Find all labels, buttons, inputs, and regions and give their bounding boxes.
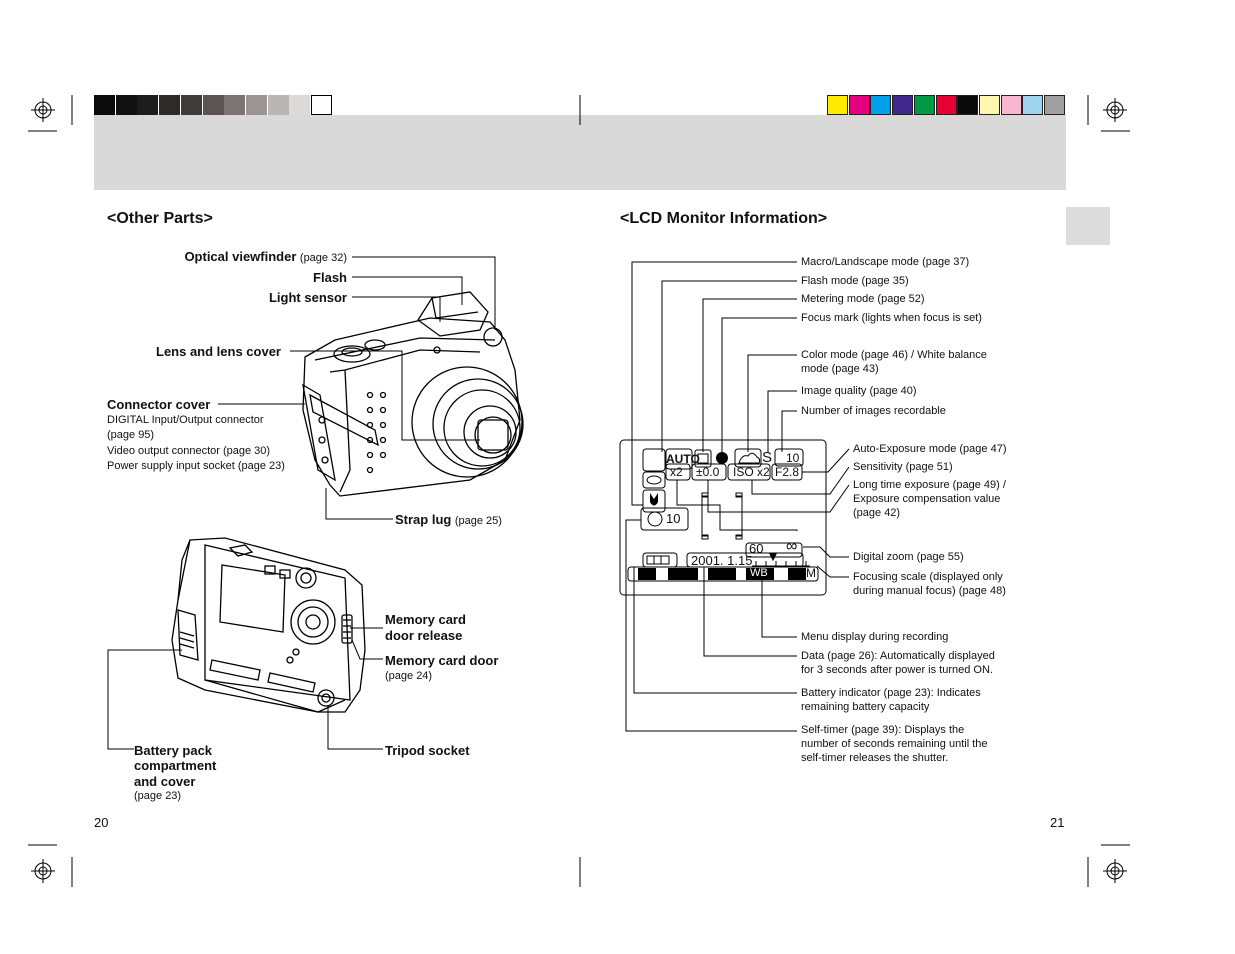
lcd-iso: ISO x2 xyxy=(733,465,770,479)
camera-front-illustration xyxy=(302,291,524,497)
page-number-left: 20 xyxy=(94,815,109,830)
lcd-date: 2001. 1.15 xyxy=(691,553,753,568)
lcd-shutter: 60 xyxy=(749,541,764,556)
data-label-2: for 3 seconds after power is turned ON. xyxy=(801,664,993,676)
lens-cover-label: Lens and lens cover xyxy=(156,344,281,359)
connector-cover-label: Connector cover xyxy=(107,397,211,412)
flash-mode-label: Flash mode (page 35) xyxy=(801,275,909,287)
camera-back-illustration xyxy=(171,537,366,713)
gray-swatch xyxy=(245,95,267,115)
auto-exposure-label: Auto-Exposure mode (page 47) xyxy=(853,443,1007,455)
battery-label-2: compartment xyxy=(134,758,217,773)
header-band xyxy=(94,115,1066,190)
selftimer-label-1: Self-timer (page 39): Displays the xyxy=(801,724,965,736)
lcd-quality: S xyxy=(762,449,773,466)
focus-scale-label-2: during manual focus) (page 48) xyxy=(853,585,1006,597)
battery-label-3: and cover xyxy=(134,774,196,789)
lcd-timer: 10 xyxy=(666,511,681,526)
color-swatch xyxy=(827,95,848,115)
gray-swatch xyxy=(289,95,311,115)
data-label-1: Data (page 26): Automatically displayed xyxy=(801,650,995,662)
connector-detail-3: Video output connector (page 30) xyxy=(107,445,271,457)
menu-display-label: Menu display during recording xyxy=(801,631,949,643)
gray-swatch xyxy=(180,95,202,115)
connector-detail-1: DIGITAL Input/Output connector xyxy=(107,414,264,426)
focus-scale-label-1: Focusing scale (displayed only xyxy=(853,571,1003,583)
lcd-wb: WB xyxy=(750,567,768,579)
lcd-infinity: ∞ xyxy=(786,538,798,555)
selftimer-label-2: number of seconds remaining until the xyxy=(801,738,988,750)
image-quality-label: Image quality (page 40) xyxy=(801,385,917,397)
battery-indicator-label-1: Battery indicator (page 23): Indicates xyxy=(801,687,981,699)
memory-card-release-label: Memory card xyxy=(385,612,466,627)
connector-detail-4: Power supply input socket (page 23) xyxy=(107,460,285,472)
color-swatch xyxy=(1044,95,1065,115)
battery-icon xyxy=(642,552,678,568)
long-exposure-label-2: Exposure compensation value xyxy=(853,493,1001,505)
lcd-ev: ±0.0 xyxy=(696,465,720,479)
long-exposure-label-1: Long time exposure (page 49) / xyxy=(853,479,1006,491)
gray-swatch xyxy=(94,95,115,115)
gray-swatch xyxy=(267,95,289,115)
side-tab xyxy=(1066,207,1110,245)
gray-swatch xyxy=(159,95,181,115)
selftimer-label-3: self-timer releases the shutter. xyxy=(801,752,949,764)
memory-card-door-label: Memory card door xyxy=(385,653,499,668)
lcd-frame xyxy=(619,439,827,596)
focus-mark-label: Focus mark (lights when focus is set) xyxy=(801,312,982,324)
battery-indicator-label-2: remaining battery capacity xyxy=(801,701,930,713)
lcd-mode: M xyxy=(806,566,816,580)
timer-icon xyxy=(640,507,689,531)
macro-label: Macro/Landscape mode (page 37) xyxy=(801,256,970,268)
connector-detail-2: (page 95) xyxy=(107,429,155,441)
metering-label: Metering mode (page 52) xyxy=(801,293,925,305)
flash-icon xyxy=(642,448,666,472)
sensitivity-label: Sensitivity (page 51) xyxy=(853,461,953,473)
lcd-info-heading: <LCD Monitor Information> xyxy=(620,210,828,227)
gray-swatch xyxy=(311,95,332,115)
gray-swatch xyxy=(202,95,224,115)
color-swatch xyxy=(978,95,1000,115)
battery-page: (page 23) xyxy=(134,790,182,802)
light-sensor-label: Light sensor xyxy=(268,290,347,305)
battery-label-1: Battery pack xyxy=(134,743,213,758)
memory-card-door-page: (page 24) xyxy=(385,670,433,682)
color-swatch xyxy=(1022,95,1044,115)
color-swatch xyxy=(1000,95,1022,115)
color-swatch xyxy=(913,95,935,115)
num-images-label: Number of images recordable xyxy=(801,405,946,417)
strap-lug-label: Strap lug (page 25) xyxy=(395,512,502,527)
lcd-count: 10 xyxy=(786,451,800,465)
gray-swatch xyxy=(115,95,137,115)
long-exposure-label-3: (page 42) xyxy=(853,507,901,519)
lcd-auto: AUTO xyxy=(666,452,700,466)
gray-swatch xyxy=(224,95,246,115)
optical-viewfinder-label: Optical viewfinder (page 32) xyxy=(184,249,347,264)
lcd-zoom: x2 xyxy=(670,465,683,479)
page-number-right: 21 xyxy=(1050,815,1065,830)
gray-swatch xyxy=(137,95,159,115)
color-swatch xyxy=(957,95,979,115)
digital-zoom-label: Digital zoom (page 55) xyxy=(853,551,964,563)
color-mode-label-2: mode (page 43) xyxy=(801,363,879,375)
color-swatch xyxy=(892,95,914,115)
eye-icon xyxy=(642,471,666,489)
color-mode-label-1: Color mode (page 46) / White balance xyxy=(801,349,987,361)
other-parts-heading: <Other Parts> xyxy=(107,210,213,227)
lcd-fnumber: F2.8 xyxy=(775,465,800,479)
color-swatch xyxy=(935,95,957,115)
memory-card-release-label-2: door release xyxy=(385,628,463,643)
color-swatch xyxy=(848,95,870,115)
color-swatch xyxy=(870,95,892,115)
tripod-label: Tripod socket xyxy=(385,743,470,758)
flash-label: Flash xyxy=(313,270,347,285)
